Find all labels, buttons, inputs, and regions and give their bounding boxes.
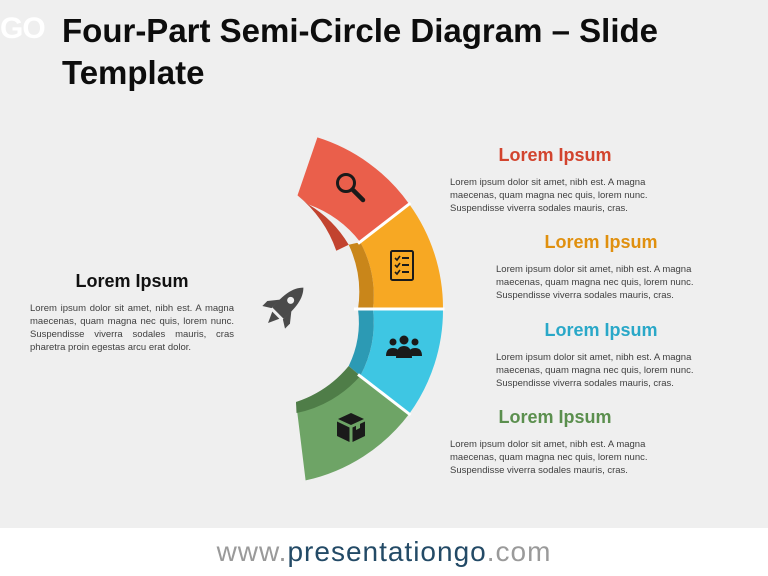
footer-prefix: www.: [216, 536, 288, 567]
text-block-1-heading: Lorem Ipsum: [498, 145, 612, 165]
left-heading: Lorem Ipsum: [75, 271, 189, 291]
text-block-4: Lorem Ipsum Lorem ipsum dolor sit amet, …: [450, 406, 660, 477]
segment-3: [360, 309, 444, 414]
box-icon: [337, 413, 365, 442]
segment-3-shade: [348, 309, 374, 376]
footer-suffix: .com: [486, 536, 552, 567]
left-text-block: Lorem Ipsum Lorem ipsum dolor sit amet, …: [30, 270, 234, 354]
checklist-icon: [390, 250, 414, 281]
text-block-1: Lorem Ipsum Lorem ipsum dolor sit amet, …: [450, 144, 660, 215]
rocket-icon: [262, 287, 304, 329]
text-block-3: Lorem Ipsum Lorem ipsum dolor sit amet, …: [496, 319, 706, 390]
left-body: Lorem ipsum dolor sit amet, nibh est. A …: [30, 303, 234, 353]
footer-brand: presentationgo: [287, 536, 487, 567]
text-block-4-body: Lorem ipsum dolor sit amet, nibh est. A …: [450, 439, 648, 476]
text-block-3-heading: Lorem Ipsum: [544, 320, 658, 340]
segment-separators: [354, 201, 445, 417]
text-block-4-heading: Lorem Ipsum: [498, 407, 612, 427]
text-block-1-body: Lorem ipsum dolor sit amet, nibh est. A …: [450, 177, 648, 214]
segment-2: [360, 204, 444, 309]
footer-url[interactable]: www.presentationgo.com: [0, 528, 768, 576]
text-block-3-body: Lorem ipsum dolor sit amet, nibh est. A …: [496, 352, 694, 389]
page-title: Four-Part Semi-Circle Diagram – Slide Te…: [62, 12, 659, 91]
text-block-2-body: Lorem ipsum dolor sit amet, nibh est. A …: [496, 264, 694, 301]
group-icon: [386, 335, 422, 358]
segment-1-shade: [297, 195, 349, 251]
text-block-2-heading: Lorem Ipsum: [544, 232, 658, 252]
slide: GO Four-Part Semi-Circle Diagram – Slide…: [0, 12, 706, 481]
segment-4-shade: [296, 366, 361, 413]
magnifier-icon: [336, 173, 366, 203]
segment-2-shade: [348, 242, 374, 309]
text-block-2: Lorem Ipsum Lorem ipsum dolor sit amet, …: [496, 231, 706, 302]
logo-fragment: GO: [0, 12, 46, 45]
semi-circle-diagram: [262, 137, 445, 481]
